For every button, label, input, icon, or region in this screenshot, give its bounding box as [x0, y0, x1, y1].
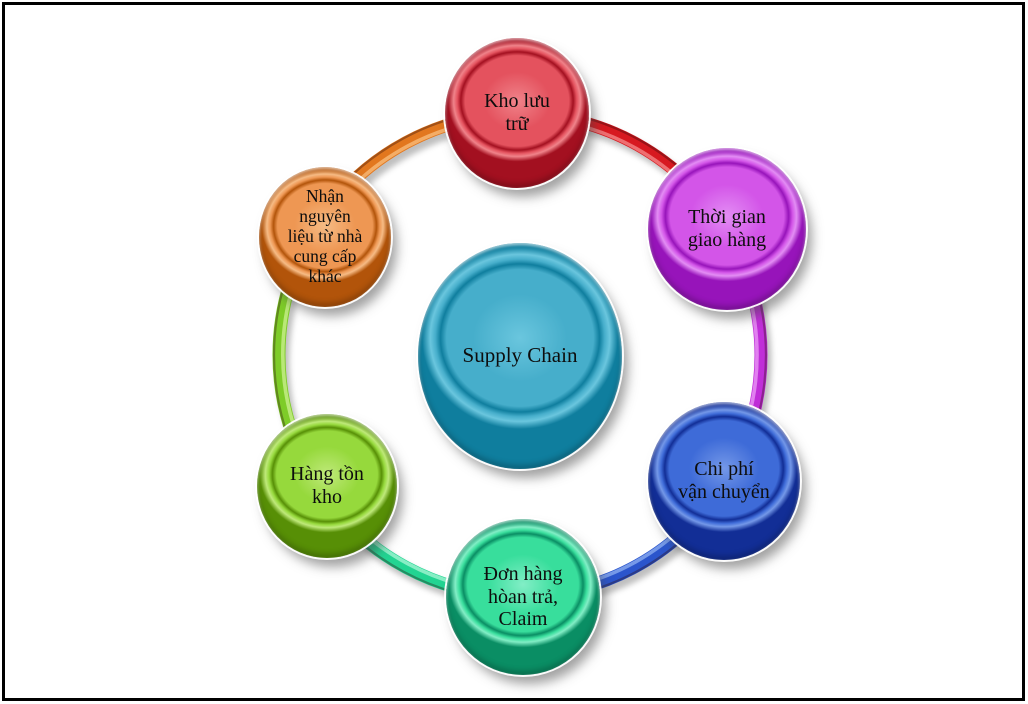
node-thoi-gian-giao-hang: Thời gian giao hàng — [648, 148, 806, 310]
center-node-label: Supply Chain — [462, 343, 578, 368]
node-label: Nhận nguyên liệu từ nhà cung cấp khác — [287, 186, 363, 286]
node-kho-luu-tru: Kho lưu trữ — [445, 38, 589, 188]
node-label: Thời gian giao hàng — [687, 206, 767, 251]
node-label: Kho lưu trữ — [484, 90, 550, 135]
node-chi-phi-van-chuyen: Chi phí vận chuyển — [648, 402, 800, 560]
node-label: Hàng tồn kho — [290, 463, 364, 508]
node-nhan-nguyen-lieu: Nhận nguyên liệu từ nhà cung cấp khác — [259, 167, 391, 307]
node-label: Chi phí vận chuyển — [678, 458, 770, 503]
node-hang-ton-kho: Hàng tồn kho — [257, 414, 397, 558]
node-don-hang-hoan-tra-claim: Đơn hàng hòan trả, Claim — [446, 519, 600, 675]
node-supply-chain: Supply Chain — [418, 243, 622, 469]
node-label: Đơn hàng hòan trả, Claim — [483, 562, 563, 631]
